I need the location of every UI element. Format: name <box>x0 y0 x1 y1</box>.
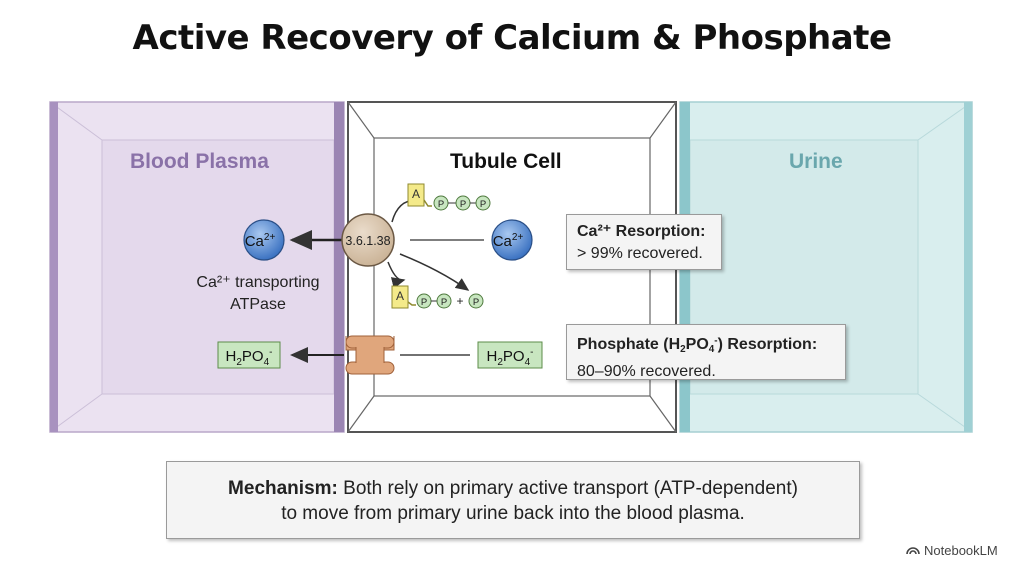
svg-text:P: P <box>421 297 427 308</box>
mechanism-box: Mechanism: Both rely on primary active t… <box>166 461 860 539</box>
enzyme-circle <box>341 213 395 267</box>
atp-molecule: A P P P <box>407 183 491 211</box>
svg-text:H2PO4-: H2PO4- <box>226 347 273 368</box>
phosphate-plasma-box: H2PO4- <box>217 341 281 369</box>
svg-text:Ca2+: Ca2+ <box>245 232 276 250</box>
phosphate-resorption-callout: Phosphate (H2PO4-) Resorption: 80–90% re… <box>566 324 846 380</box>
phosphate-callout-heading: Phosphate (H2PO4-) Resorption: <box>577 336 818 356</box>
calcium-callout-text: > 99% recovered. <box>577 245 703 262</box>
calcium-resorption-callout: Ca²⁺ Resorption: > 99% recovered. <box>566 214 722 270</box>
notebooklm-logo-icon <box>906 543 920 558</box>
brand-name: NotebookLM <box>924 543 998 558</box>
urine-label: Urine <box>789 150 843 173</box>
mechanism-line2: to move from primary urine back into the… <box>281 503 745 524</box>
svg-text:P: P <box>480 199 486 210</box>
enzyme-ec-label: 3.6.1.38 <box>345 234 390 248</box>
ca-ion-cell: Ca2+ <box>491 219 533 261</box>
svg-text:P: P <box>441 297 447 308</box>
svg-text:+: + <box>456 294 463 308</box>
svg-text:Ca2+: Ca2+ <box>493 232 524 250</box>
phosphate-cell-box: H2PO4- <box>477 341 543 369</box>
adp-out-curve <box>387 261 406 289</box>
svg-text:A: A <box>412 187 420 201</box>
plasma-label: Blood Plasma <box>130 150 269 173</box>
mechanism-line1: Both rely on primary active transport (A… <box>343 478 798 499</box>
svg-text:A: A <box>396 289 404 303</box>
phosphate-callout-text: 80–90% recovered. <box>577 363 716 381</box>
ca-atpase-label-line2: ATPase <box>230 296 286 313</box>
ca-atpase-label: Ca²⁺ transporting ATPase <box>168 272 348 316</box>
calcium-callout-heading: Ca²⁺ Resorption: <box>577 223 706 240</box>
brand-footer: NotebookLM <box>906 543 998 558</box>
ca-atpase-label-line1: Ca²⁺ transporting <box>196 274 320 291</box>
mechanism-label: Mechanism: <box>228 478 338 499</box>
ca-ion-plasma: Ca2+ <box>243 219 285 261</box>
svg-text:P: P <box>438 199 444 210</box>
pi-out-curve <box>399 253 470 291</box>
page-title: Active Recovery of Calcium & Phosphate <box>132 18 893 58</box>
phosphate-transporter <box>345 335 395 375</box>
svg-text:P: P <box>460 199 466 210</box>
svg-text:P: P <box>473 297 479 308</box>
svg-text:H2PO4-: H2PO4- <box>487 347 534 368</box>
adp-pi-molecule: A P P + P <box>391 285 484 309</box>
tubule-cell-label: Tubule Cell <box>450 150 562 173</box>
